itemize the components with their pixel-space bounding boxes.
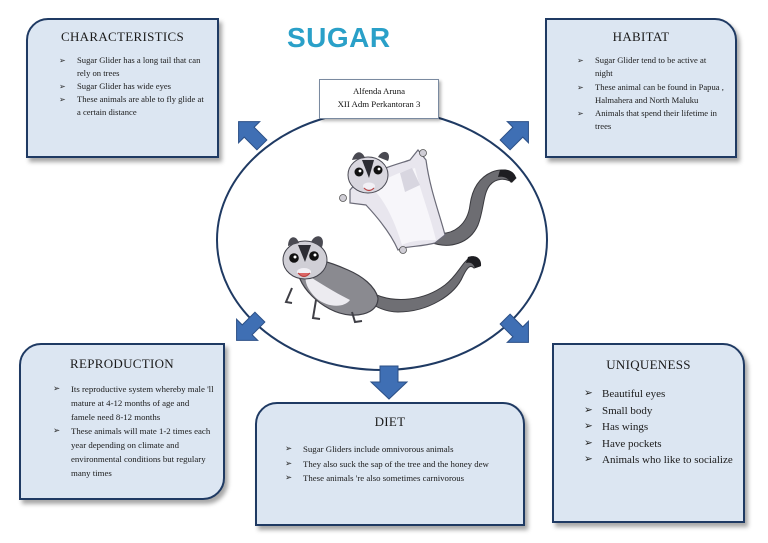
reproduction-heading: REPRODUCTION xyxy=(70,356,174,371)
list-item: These animals will mate 1-2 times each y… xyxy=(53,424,215,480)
list-item: Sugar Glider tend to be active at night xyxy=(577,54,725,81)
habitat-heading: HABITAT xyxy=(612,29,670,44)
arrow-to-characteristics xyxy=(238,121,268,151)
list-item: Small body xyxy=(584,403,735,420)
list-item: Its reproductive system whereby male 'll… xyxy=(53,382,215,424)
lower-glider-tail xyxy=(365,257,481,313)
list-item: Has wings xyxy=(584,419,735,436)
author-class: XII Adm Perkantoran 3 xyxy=(337,99,421,109)
list-item: These animals are able to fly glide at a… xyxy=(59,93,207,119)
reproduction-box: REPRODUCTION Its reproductive system whe… xyxy=(19,343,225,500)
author-name: Alfenda Aruna xyxy=(352,86,406,96)
sugar-glider-illustration xyxy=(282,149,517,324)
diet-list: Sugar Gliders include omnivorous animals… xyxy=(285,442,515,486)
arrow-to-habitat xyxy=(499,121,529,151)
author-box: Alfenda Aruna XII Adm Perkantoran 3 xyxy=(319,79,439,119)
characteristics-box: CHARACTERISTICS Sugar Glider has a long … xyxy=(26,18,219,158)
diet-box: DIET Sugar Gliders include omnivorous an… xyxy=(255,402,525,526)
arrow-to-diet xyxy=(369,365,409,400)
center-circle xyxy=(216,109,548,371)
list-item: These animals 're also sometimes carnivo… xyxy=(285,471,515,486)
characteristics-heading: CHARACTERISTICS xyxy=(61,29,184,44)
list-item: Animals who like to socialize xyxy=(584,452,735,469)
list-item: Beautiful eyes xyxy=(584,386,735,403)
characteristics-list: Sugar Glider has a long tail that can re… xyxy=(59,54,207,119)
habitat-box: HABITAT Sugar Glider tend to be active a… xyxy=(545,18,737,158)
list-item: These animal can be found in Papua , Hal… xyxy=(577,81,725,108)
diet-heading: DIET xyxy=(374,414,406,429)
list-item: Sugar Gliders include omnivorous animals xyxy=(285,442,515,457)
arrow-to-uniqueness xyxy=(499,313,529,343)
list-item: Animals that spend their lifetime in tre… xyxy=(577,107,725,134)
list-item: Sugar Glider has a long tail that can re… xyxy=(59,54,207,80)
habitat-list: Sugar Glider tend to be active at night … xyxy=(577,54,725,134)
list-item: They also suck the sap of the tree and t… xyxy=(285,457,515,472)
uniqueness-box: UNIQUENESS Beautiful eyes Small body Has… xyxy=(552,343,745,523)
arrow-to-reproduction xyxy=(236,311,266,341)
reproduction-list: Its reproductive system whereby male 'll… xyxy=(53,382,215,480)
page-title: SUGAR xyxy=(287,22,391,53)
list-item: Sugar Glider has wide eyes xyxy=(59,80,207,93)
list-item: Have pockets xyxy=(584,436,735,453)
uniqueness-list: Beautiful eyes Small body Has wings Have… xyxy=(584,386,735,469)
uniqueness-heading: UNIQUENESS xyxy=(606,357,691,372)
